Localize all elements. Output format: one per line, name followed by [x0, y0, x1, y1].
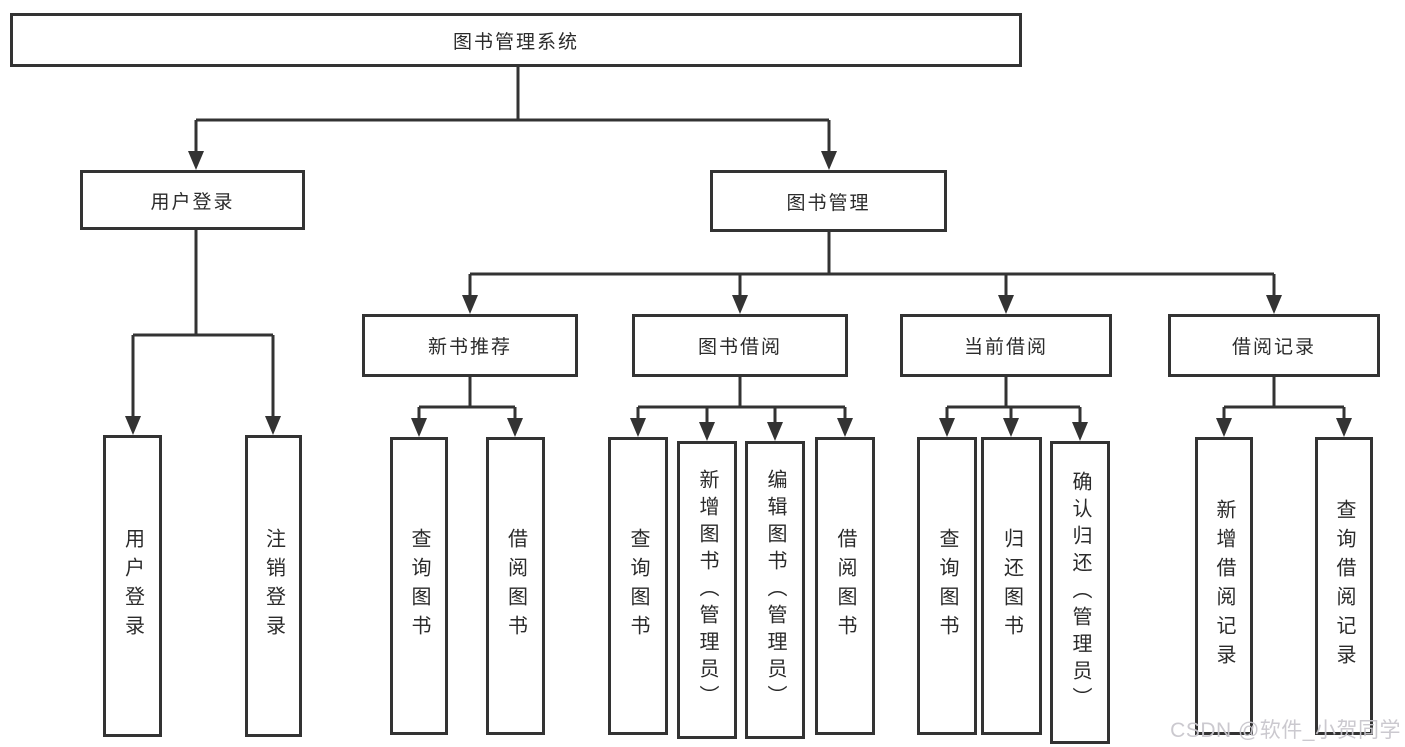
- leaf-bb-edit-book: 编辑图书（管理员）: [745, 441, 805, 739]
- node-book-management-label: 图书管理: [786, 192, 871, 214]
- node-borrow-record-label: 借阅记录: [1231, 337, 1316, 358]
- leaf-nb-query-book: 查询图书: [390, 437, 448, 735]
- node-current-borrow: 当前借阅: [900, 314, 1112, 377]
- leaf-bb-borrow-book-label: 借阅图书: [834, 528, 856, 644]
- connector-current-borrow-tree: [945, 377, 1082, 424]
- leaf-cb-return-book: 归还图书: [981, 437, 1042, 735]
- leaf-bb-borrow-book: 借阅图书: [815, 437, 875, 735]
- arrowhead: [1003, 418, 1019, 437]
- arrowhead: [699, 422, 715, 441]
- arrowhead: [732, 295, 748, 314]
- node-borrow-record: 借阅记录: [1168, 314, 1380, 377]
- node-new-book-recommend-label: 新书推荐: [427, 337, 512, 358]
- node-current-borrow-label: 当前借阅: [963, 337, 1048, 358]
- arrowhead: [507, 418, 523, 437]
- leaf-cb-confirm-return-label: 确认归还（管理员）: [1069, 471, 1091, 714]
- leaf-bb-query-book: 查询图书: [608, 437, 668, 735]
- leaf-user-login-label: 用户登录: [121, 528, 144, 644]
- arrowhead: [998, 295, 1014, 314]
- watermark: CSDN @软件_小贺同学: [1170, 719, 1401, 742]
- leaf-cb-return-book-label: 归还图书: [1000, 528, 1023, 644]
- node-new-book-recommend: 新书推荐: [362, 314, 578, 377]
- leaf-br-query-record: 查询借阅记录: [1315, 437, 1373, 735]
- leaf-nb-query-book-label: 查询图书: [408, 528, 430, 644]
- node-user-login: 用户登录: [80, 170, 305, 230]
- leaf-bb-query-book-label: 查询图书: [627, 528, 649, 644]
- leaf-logout: 注销登录: [245, 435, 302, 737]
- arrowheads: [125, 151, 1352, 441]
- leaf-logout-label: 注销登录: [262, 528, 285, 644]
- connector-book-management-tree: [468, 232, 1276, 297]
- leaf-br-add-record: 新增借阅记录: [1195, 437, 1253, 735]
- arrowhead: [1336, 418, 1352, 437]
- connector-borrow-record-tree: [1222, 377, 1346, 420]
- leaf-cb-query-book-label: 查询图书: [936, 528, 958, 644]
- leaf-nb-borrow-book-label: 借阅图书: [504, 528, 527, 644]
- connector-book-borrow-tree: [636, 377, 847, 424]
- arrowhead: [1072, 422, 1088, 441]
- leaf-br-query-record-label: 查询借阅记录: [1333, 499, 1355, 673]
- arrowhead: [630, 418, 646, 437]
- leaf-bb-add-book-label: 新增图书（管理员）: [696, 468, 718, 712]
- connector-user-login-tree: [131, 230, 275, 418]
- arrowhead: [1266, 295, 1282, 314]
- arrowhead: [939, 418, 955, 437]
- arrowhead: [837, 418, 853, 437]
- arrowhead: [411, 418, 427, 437]
- arrowhead: [462, 295, 478, 314]
- arrowhead: [265, 416, 281, 435]
- leaf-nb-borrow-book: 借阅图书: [486, 437, 545, 735]
- leaf-br-add-record-label: 新增借阅记录: [1213, 499, 1235, 673]
- node-book-borrow-label: 图书借阅: [697, 337, 782, 358]
- leaf-user-login: 用户登录: [103, 435, 162, 737]
- node-root: 图书管理系统: [10, 13, 1022, 67]
- leaf-bb-add-book: 新增图书（管理员）: [677, 441, 737, 739]
- arrowhead: [767, 422, 783, 441]
- node-book-borrow: 图书借阅: [632, 314, 848, 377]
- node-book-management: 图书管理: [710, 170, 947, 232]
- connector-new-book-tree: [417, 377, 517, 420]
- arrowhead: [188, 151, 204, 170]
- arrowhead: [125, 416, 141, 435]
- arrowhead: [1216, 418, 1232, 437]
- node-user-login-label: 用户登录: [150, 191, 235, 213]
- leaf-bb-edit-book-label: 编辑图书（管理员）: [764, 468, 786, 712]
- node-root-label: 图书管理系统: [452, 31, 579, 53]
- connector-root-tree: [194, 67, 831, 153]
- leaf-cb-query-book: 查询图书: [917, 437, 977, 735]
- arrowhead: [821, 151, 837, 170]
- leaf-cb-confirm-return: 确认归还（管理员）: [1050, 441, 1110, 744]
